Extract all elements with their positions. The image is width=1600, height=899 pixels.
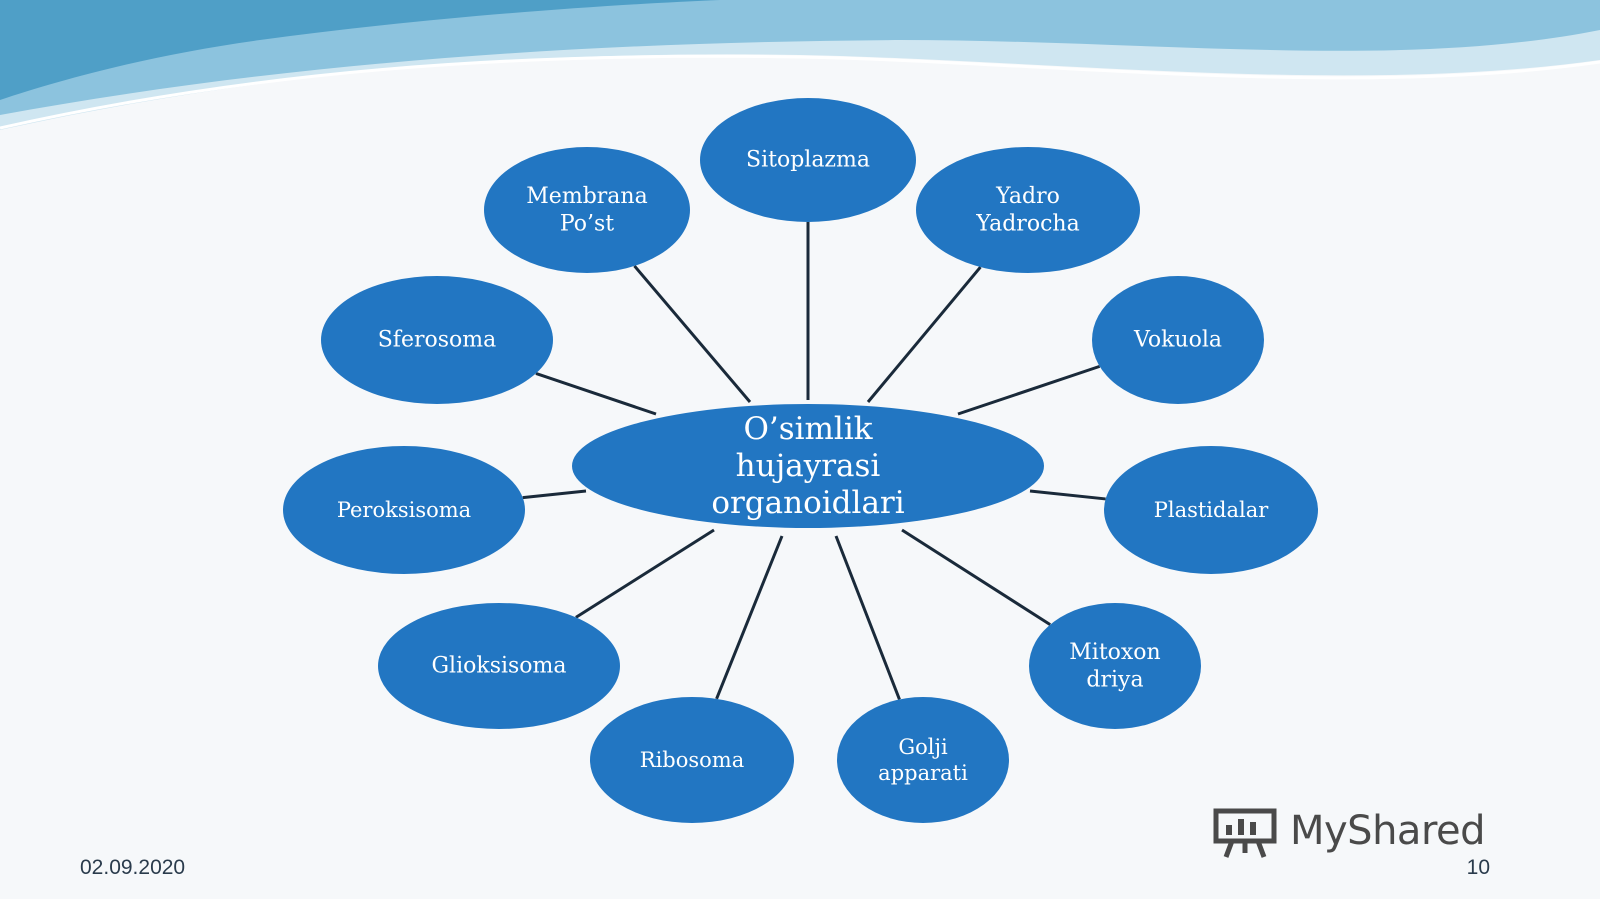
node-membrana-label-line-1: Membrana bbox=[526, 184, 647, 209]
node-sferosoma-label-line-1: Sferosoma bbox=[378, 328, 497, 353]
node-yadro-label-line-2: Yadrocha bbox=[975, 211, 1079, 236]
node-peroksisoma-shape bbox=[283, 446, 525, 574]
watermark-text: MyShared bbox=[1290, 808, 1486, 854]
node-plastidalar: Plastidalar bbox=[1104, 446, 1318, 574]
node-sferosoma: Sferosoma bbox=[321, 276, 553, 404]
connector-ribosoma bbox=[715, 535, 784, 700]
node-peroksisoma: Peroksisoma bbox=[283, 446, 525, 574]
node-yadro-shape bbox=[916, 147, 1140, 273]
center-node-shape bbox=[572, 404, 1044, 528]
center-node-label-line-1: O’simlik bbox=[743, 411, 872, 447]
connector-glioksisoma bbox=[575, 528, 715, 619]
connector-golji bbox=[834, 535, 901, 700]
connector-sferosoma bbox=[535, 372, 657, 416]
header-wave-decoration bbox=[0, 0, 1600, 130]
node-yadro-label-line-1: Yadro bbox=[995, 184, 1060, 209]
node-vokuola: Vokuola bbox=[1092, 276, 1264, 404]
connector-lines bbox=[522, 222, 1106, 700]
node-vokuola-shape bbox=[1092, 276, 1264, 404]
node-golji-shape bbox=[837, 697, 1009, 823]
node-ribosoma-label-line-1: Ribosoma bbox=[640, 748, 744, 772]
node-golji-label-line-2: apparati bbox=[878, 761, 968, 785]
node-sferosoma-shape bbox=[321, 276, 553, 404]
connector-peroksisoma bbox=[522, 489, 587, 500]
slide-date: 02.09.2020 bbox=[80, 856, 186, 879]
node-golji-label-line-1: Golji bbox=[898, 735, 948, 759]
node-ribosoma: Ribosoma bbox=[590, 697, 794, 823]
connector-yadro bbox=[866, 266, 982, 403]
node-ribosoma-shape bbox=[590, 697, 794, 823]
node-glioksisoma-shape bbox=[378, 603, 620, 729]
node-membrana-shape bbox=[484, 147, 690, 273]
connector-vokuola bbox=[957, 364, 1101, 416]
node-glioksisoma: Glioksisoma bbox=[378, 603, 620, 729]
node-sitoplazma: Sitoplazma bbox=[700, 98, 916, 222]
center-node-label-line-3: organoidlari bbox=[711, 485, 904, 521]
node-mitoxondriya-shape bbox=[1029, 603, 1201, 729]
node-plastidalar-label-line-1: Plastidalar bbox=[1154, 498, 1269, 522]
node-sitoplazma-shape bbox=[700, 98, 916, 222]
node-membrana-label-line-2: Po’st bbox=[560, 211, 614, 236]
node-glioksisoma-label-line-1: Glioksisoma bbox=[431, 654, 566, 679]
connector-mitoxondriya bbox=[901, 528, 1051, 626]
connector-plastidalar bbox=[1029, 489, 1106, 501]
node-mitoxondriya-label-line-1: Mitoxon bbox=[1069, 640, 1160, 665]
node-plastidalar-shape bbox=[1104, 446, 1318, 574]
slide-number: 10 bbox=[1466, 856, 1490, 879]
watermark-logo: MyShared bbox=[1212, 803, 1486, 859]
node-peroksisoma-label-line-1: Peroksisoma bbox=[337, 498, 471, 522]
organelle-nodes: SitoplazmaYadroYadrochaVokuolaPlastidala… bbox=[283, 98, 1318, 823]
node-mitoxondriya-label-line-2: driya bbox=[1086, 667, 1143, 692]
connector-membrana bbox=[633, 264, 752, 403]
presentation-board-icon bbox=[1213, 808, 1277, 858]
node-vokuola-label-line-1: Vokuola bbox=[1133, 328, 1222, 353]
center-node-label-line-2: hujayrasi bbox=[736, 448, 881, 484]
node-sitoplazma-label-line-1: Sitoplazma bbox=[746, 148, 870, 173]
